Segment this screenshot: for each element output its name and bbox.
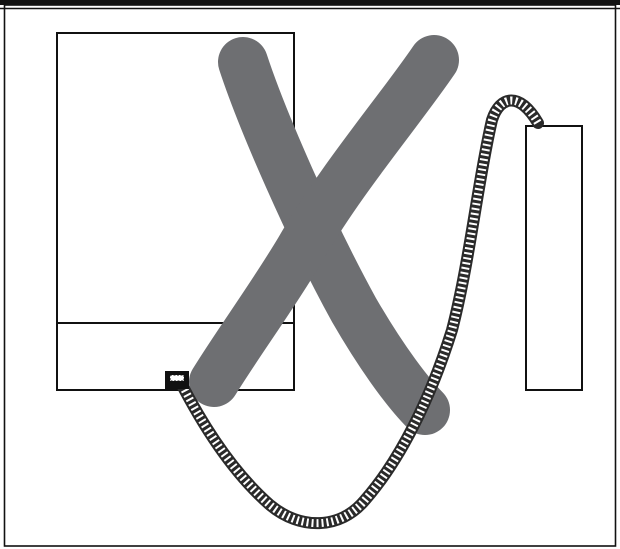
- x-mark-icon: [189, 35, 459, 435]
- plug-icon: [165, 371, 189, 389]
- outer-frame-top-bar: [0, 0, 620, 5]
- x-mark-stroke-2: [189, 35, 459, 407]
- cable-icon: [174, 94, 544, 530]
- right-narrow-box: [525, 125, 583, 391]
- x-mark-stroke-1: [218, 37, 450, 435]
- connector-pins: [169, 374, 185, 382]
- cable-stripes: [176, 96, 542, 528]
